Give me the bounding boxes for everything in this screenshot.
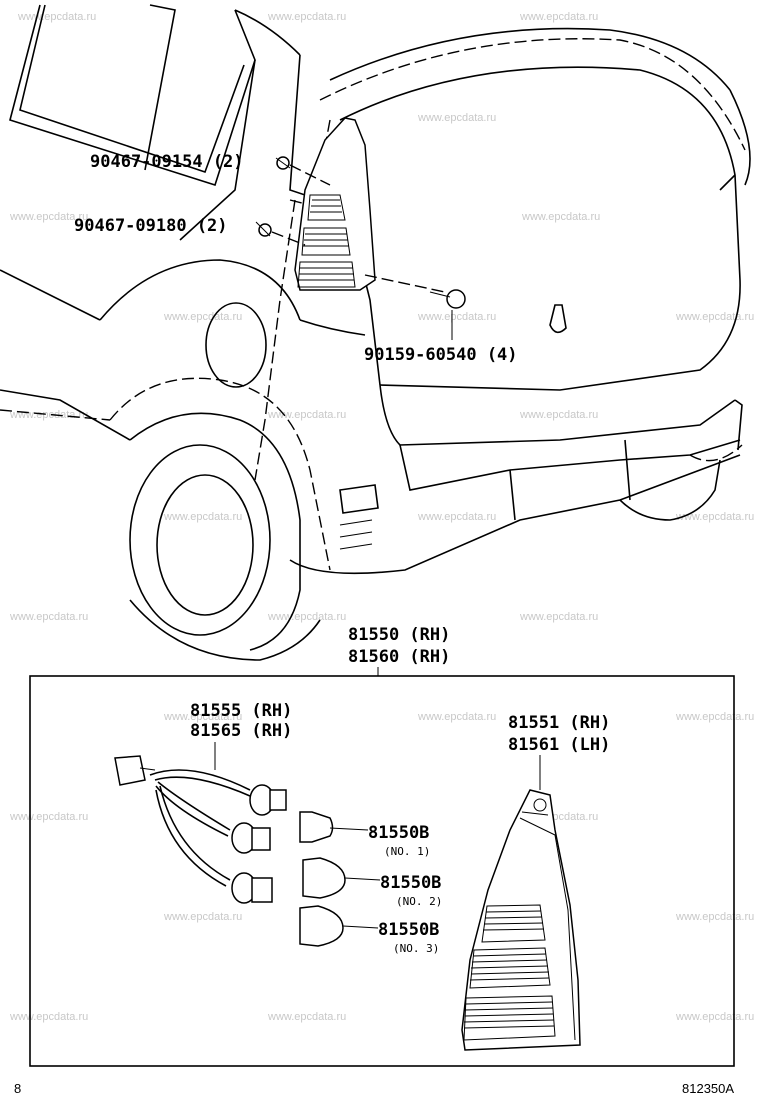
watermark-text: www.epcdata.ru [9, 1011, 88, 1023]
watermark-text: www.epcdata.ru [417, 511, 496, 523]
watermark-text: www.epcdata.ru [267, 409, 346, 421]
watermark-text: www.epcdata.ru [163, 311, 242, 323]
callout-assembly-rh-2: 81560 (RH) [348, 647, 450, 667]
callout-bulb-1-note: (NO. 1) [384, 845, 430, 858]
watermark-text: www.epcdata.ru [675, 911, 754, 923]
callout-bolt-lower: 90467-09180 (2) [74, 216, 228, 236]
tail-lamp-on-car [294, 117, 376, 291]
watermark-text: www.epcdata.ru [521, 211, 600, 223]
tail-lamp-lens [461, 789, 581, 1051]
callout-bulb-2: 81550B [380, 873, 441, 893]
bolt-fasteners [255, 156, 466, 340]
callout-bolt-upper: 90467-09154 (2) [90, 152, 244, 172]
watermark-text: www.epcdata.ru [417, 311, 496, 323]
watermark-text: www.epcdata.ru [519, 409, 598, 421]
callout-bulb-3-note: (NO. 3) [393, 942, 439, 955]
watermark-text: www.epcdata.ru [675, 311, 754, 323]
watermark-text: www.epcdata.ru [417, 112, 496, 124]
watermark-text: www.epcdata.ru [675, 1011, 754, 1023]
callout-socket-rh-2: 81565 (RH) [190, 721, 292, 741]
watermark-text: www.epcdata.ru [163, 911, 242, 923]
watermark-text: www.epcdata.ru [519, 611, 598, 623]
watermark-text: www.epcdata.ru [163, 511, 242, 523]
footer-left-mark: 8 [14, 1081, 21, 1096]
watermark-text: www.epcdata.ru [267, 1011, 346, 1023]
watermark-text: www.epcdata.ru [417, 711, 496, 723]
callout-assembly-rh: 81550 (RH) [348, 625, 450, 645]
assembly-detail-box [29, 675, 735, 1067]
callout-bulb-1: 81550B [368, 823, 429, 843]
watermark-text: www.epcdata.ru [267, 11, 346, 23]
watermark-text: www.epcdata.ru [17, 11, 96, 23]
bulbs [299, 811, 381, 947]
callout-nut: 90159-60540 (4) [364, 345, 518, 365]
watermark-text: www.epcdata.ru [9, 811, 88, 823]
watermark-text: www.epcdata.ru [675, 511, 754, 523]
car-rear-drawing [0, 4, 751, 661]
watermark-text: www.epcdata.ru [163, 711, 242, 723]
watermark-text: www.epcdata.ru [9, 611, 88, 623]
callout-bulb-2-note: (NO. 2) [396, 895, 442, 908]
socket-wire-harness [114, 755, 287, 904]
watermark-text: www.epcdata.ru [9, 409, 88, 421]
watermark-text: www.epcdata.ru [9, 211, 88, 223]
callout-lens-rh: 81551 (RH) [508, 713, 610, 733]
callout-lens-lh: 81561 (LH) [508, 735, 610, 755]
callout-bulb-3: 81550B [378, 920, 439, 940]
callout-socket-rh: 81555 (RH) [190, 701, 292, 721]
figure-code: 812350A [682, 1081, 734, 1096]
watermark-text: www.epcdata.ru [675, 711, 754, 723]
watermark-text: www.epcdata.ru [519, 11, 598, 23]
watermark-text: www.epcdata.ru [267, 611, 346, 623]
